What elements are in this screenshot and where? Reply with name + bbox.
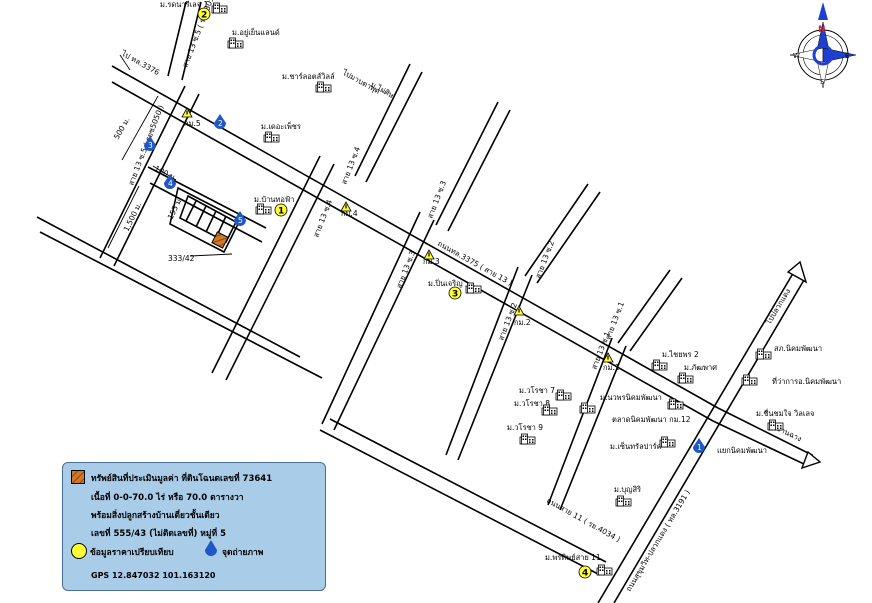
- legend-subject-line2: เนื้อที่ 0-0-70.0 ไร่ หรือ 70.0 ตารางวา: [91, 493, 244, 503]
- comparable-marker-icon: [71, 543, 87, 559]
- landmark-m5: ม.เดอะเพ็ชร: [261, 121, 301, 131]
- legend-photo-label: จุดถ่ายภาพ: [222, 548, 264, 558]
- km-4: กม.4: [341, 209, 358, 218]
- distance-155: 155 ม.: [166, 195, 185, 221]
- road-label-junction: แยกนิคมพัฒนา: [717, 446, 767, 455]
- photo-point-5: 5: [238, 216, 243, 225]
- landmark-m15: ตลาดนิคมพัฒนา กม.12: [612, 415, 691, 424]
- photo-point-2: 2: [218, 119, 223, 128]
- landmark-m9: สภ.นิคมพัฒนา: [774, 344, 822, 353]
- compass-n: N: [818, 25, 826, 35]
- km-3: กม.3: [423, 257, 440, 266]
- photo-points: 2 3 4 5 1: [144, 114, 705, 453]
- km-5: กม.5: [184, 119, 201, 128]
- subject-label: ม.บ้านทอฟ้า: [254, 195, 294, 204]
- compass-rose: N E S W: [789, 2, 857, 89]
- legend-subject-line4: เลขที่ 555/43 (ไม่ติดเลขที่) หมู่ที่ 5: [91, 529, 226, 539]
- legend-comparable-label: ข้อมูลราคาเปรียบเทียบ: [90, 548, 174, 558]
- landmark-m17: ม.เซ็นทรัลปาร์ค: [610, 441, 662, 451]
- landmark-m1: ม.รดนารีเลจ 1: [160, 0, 209, 9]
- road-label-soi13-3b: สาย 13 ซ.3: [394, 249, 417, 290]
- photo-point-icon: [205, 540, 217, 556]
- landmark-m18: ม.บุญสิริ: [614, 485, 641, 494]
- legend-subject-line3: พร้อมสิ่งปลูกสร้างบ้านเดี่ยวชั้นเดียว: [91, 511, 220, 521]
- landmark-m7: ม.ไชยพร 2: [662, 350, 699, 359]
- landmark-m19: ม.พรทิพย์สาย 11: [545, 553, 601, 562]
- comparable-markers: 2 1 3 4: [197, 7, 592, 579]
- landmark-m14: ม.นวพรนิคมพัฒนา: [600, 393, 662, 402]
- landmark-m10: ที่ว่าการอ.นิคมพัฒนา: [772, 376, 841, 386]
- landmark-m11: ม.ชื่นชมใจ วิลเลจ: [756, 408, 814, 418]
- photo-point-3: 3: [148, 141, 153, 150]
- km-markers: กม.5 กม.4 กม.3 กม.2 กม.1: [181, 107, 620, 372]
- photo-point-4: 4: [168, 179, 173, 188]
- compass-s: S: [820, 78, 825, 86]
- landmark-m6: ม.ปิ่นเจริญ: [428, 278, 463, 288]
- distance-500: 500 ม.: [112, 116, 132, 141]
- subject-lot-number: 333/42: [168, 254, 195, 263]
- landmark-m16: ม.วโรชา 9: [507, 423, 543, 432]
- road-network: [36, 1, 822, 603]
- road-label-soi13-4b: สาย 13 ซ.4: [311, 198, 334, 239]
- photo-point-1: 1: [697, 443, 702, 452]
- legend-subject-line1: ทรัพย์สินที่ประเมินมูลค่า ที่ดินโฉนดเลขท…: [91, 474, 273, 484]
- comparable-marker-3: 3: [452, 290, 458, 300]
- road-label-soi13-3: สาย 13 ซ.3: [425, 179, 448, 220]
- subject-property: [211, 231, 229, 249]
- landmark-m4: ม.ไผ่ศิษ: [369, 80, 395, 100]
- comparable-marker-2: 2: [201, 11, 207, 21]
- landmark-m12: ม.วโรชา 7: [519, 386, 555, 395]
- comparable-marker-1: 1: [278, 207, 284, 217]
- landmark-m3: ม.ชาร์ลอตส์วิลล์: [282, 72, 335, 81]
- compass-e: E: [845, 52, 849, 60]
- landmark-m8: ม.ภัฒพาศ: [684, 363, 717, 372]
- landmark-m2: ม.อยู่เย็นแลนด์: [232, 27, 280, 37]
- legend-gps: GPS 12.847032 101.163120: [91, 571, 216, 580]
- landmark-m13: ม.วโรชา 8: [514, 399, 550, 408]
- km-1: กม.1: [603, 363, 620, 372]
- road-label-soi13-4: สาย 13 ซ.4: [339, 145, 362, 186]
- map-legend: ทรัพย์สินที่ประเมินมูลค่า ที่ดินโฉนดเลขท…: [62, 462, 326, 591]
- compass-w: W: [793, 52, 800, 60]
- km-2: กม.2: [514, 318, 531, 327]
- subject-swatch-icon: [71, 470, 85, 484]
- comparable-marker-4: 4: [582, 569, 588, 579]
